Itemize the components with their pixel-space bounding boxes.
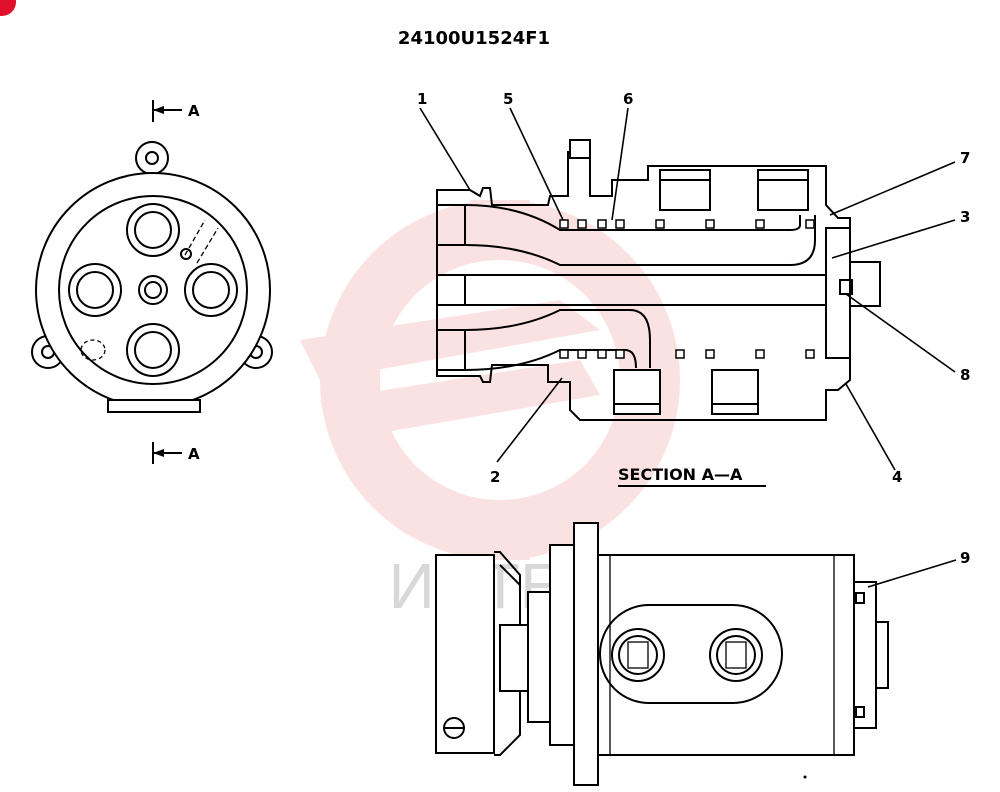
- callout-5: 5: [503, 90, 513, 108]
- port-top: [126, 203, 180, 257]
- drilled-passage-hidden: [80, 219, 219, 361]
- port-center: [138, 275, 168, 305]
- section-marker-bottom: A: [152, 442, 200, 464]
- callout-8: 8: [960, 366, 970, 384]
- callout-4: 4: [892, 468, 902, 486]
- section-marker-bottom-label: A: [188, 445, 200, 463]
- port-left: [68, 263, 122, 317]
- side-flange: [573, 522, 599, 786]
- bolt-hole-top: [145, 151, 159, 165]
- port-right: [184, 263, 238, 317]
- corner-badge-icon: [0, 0, 16, 16]
- side-port-right: [709, 628, 763, 682]
- end-view-body: [35, 172, 271, 408]
- end-cap: [849, 261, 881, 307]
- section-marker-top: A: [152, 100, 200, 122]
- side-port-left: [611, 628, 665, 682]
- callout-1: 1: [417, 90, 427, 108]
- side-view: 9: [435, 522, 970, 786]
- callout-7: 7: [960, 149, 970, 167]
- port-bottom: [126, 323, 180, 377]
- callout-6: 6: [623, 90, 633, 108]
- section-view: 1 5 6 7 3 8 4 2 SECTION A—A: [417, 90, 970, 487]
- section-marker-top-label: A: [188, 102, 200, 120]
- section-housing: [436, 151, 851, 421]
- section-title: SECTION A—A: [618, 465, 743, 484]
- seal-row-bottom: [559, 349, 815, 359]
- seal-row-top: [559, 219, 815, 229]
- end-view: A A: [31, 100, 273, 464]
- callout-2: 2: [490, 468, 500, 486]
- drawing-number: 24100U1524F1: [398, 28, 550, 49]
- callout-9: 9: [960, 549, 970, 567]
- port-plate: [599, 604, 783, 704]
- callout-3: 3: [960, 208, 970, 226]
